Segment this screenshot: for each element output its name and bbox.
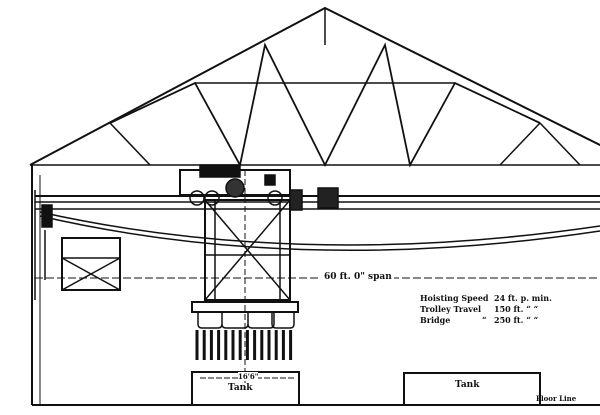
tank-width-label: 16'6" (238, 372, 259, 381)
specs-table: Hoisting Speed 24 ft. p. min. Trolley Tra… (420, 293, 552, 326)
spec-row: Hoisting Speed 24 ft. p. min. (420, 293, 552, 304)
spec-name: Bridge (420, 315, 451, 325)
spec-name: Hoisting Speed (420, 293, 489, 303)
bucket-tower (204, 170, 291, 390)
roof-truss (29, 6, 600, 168)
spec-name: Trolley Travel (420, 304, 482, 314)
spec-value: 250 ft. “ “ (494, 315, 539, 325)
spec-qual: “ (482, 315, 487, 325)
spec-row: Trolley Travel 150 ft. “ “ (420, 304, 552, 315)
spec-row: Bridge “ 250 ft. “ “ (420, 315, 552, 326)
tank-right-label: Tank (455, 380, 480, 390)
floor-line-label: Floor Line (536, 394, 577, 403)
spec-value: 150 ft. “ “ (494, 304, 539, 314)
trolley (179, 164, 339, 211)
operator-cab (44, 230, 121, 291)
grab-bucket (191, 301, 299, 360)
spec-value: 24 ft. p. min. (494, 293, 552, 303)
tank-left-label: Tank (228, 383, 253, 393)
span-label: 60 ft. 0" span (322, 272, 394, 282)
